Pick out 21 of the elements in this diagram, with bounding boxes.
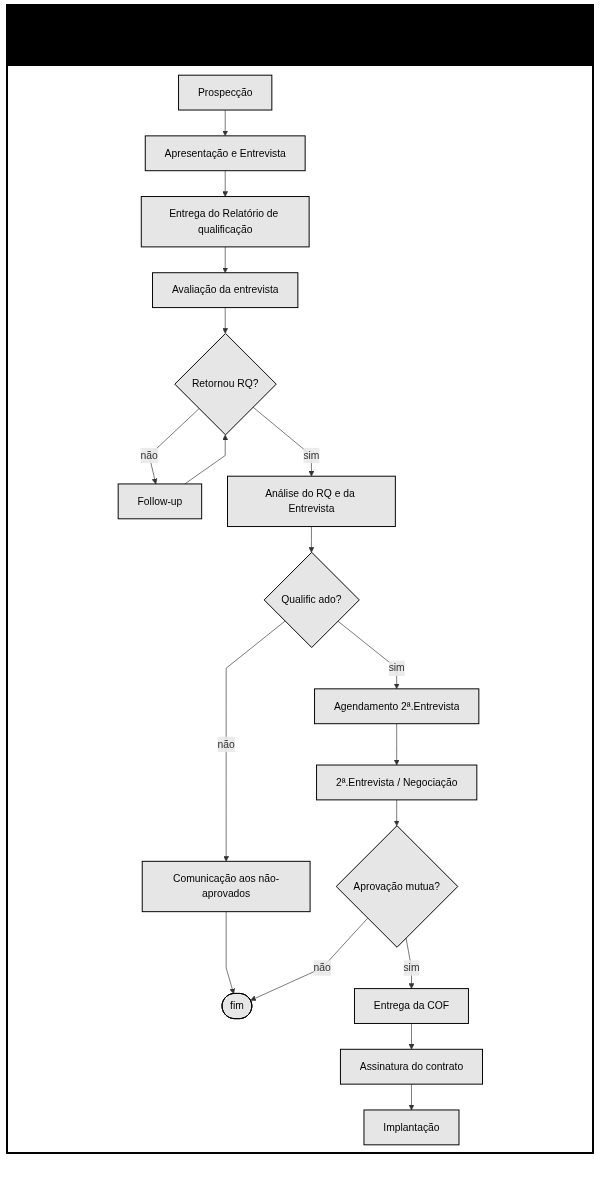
node-box: Agendamento 2ª.Entrevista: [313, 688, 479, 725]
node-box: 2ª.Entrevista / Negociação: [315, 764, 477, 801]
node-diamond: Qualific ado?: [263, 551, 360, 648]
node-box: Comunicação aos não-aprovados: [141, 860, 311, 913]
node-box: Assinatura do contrato: [339, 1048, 483, 1085]
node-box: Apresentação e Entrevista: [144, 135, 306, 172]
edge-label: não: [217, 738, 235, 750]
edge-label: sim: [403, 962, 420, 974]
edge-label: sim: [303, 449, 320, 461]
edge-label: não: [313, 962, 331, 974]
node-box: Avaliação da entrevista: [151, 272, 298, 309]
node-box: Implantação: [363, 1109, 460, 1146]
node-box: Análise do RQ e da Entrevista: [226, 475, 396, 528]
node-diamond: Retornou RQ?: [173, 332, 277, 436]
node-box: Entrega do Relatório de qualificação: [140, 196, 310, 248]
node-box: Follow-up: [117, 483, 202, 520]
node-box: Prospecção: [177, 74, 272, 111]
node-diamond: Aprovação mutua?: [335, 825, 458, 948]
edge-label: sim: [388, 662, 405, 674]
edge-label: não: [140, 449, 158, 461]
node-box: Entrega da COF: [353, 988, 469, 1024]
